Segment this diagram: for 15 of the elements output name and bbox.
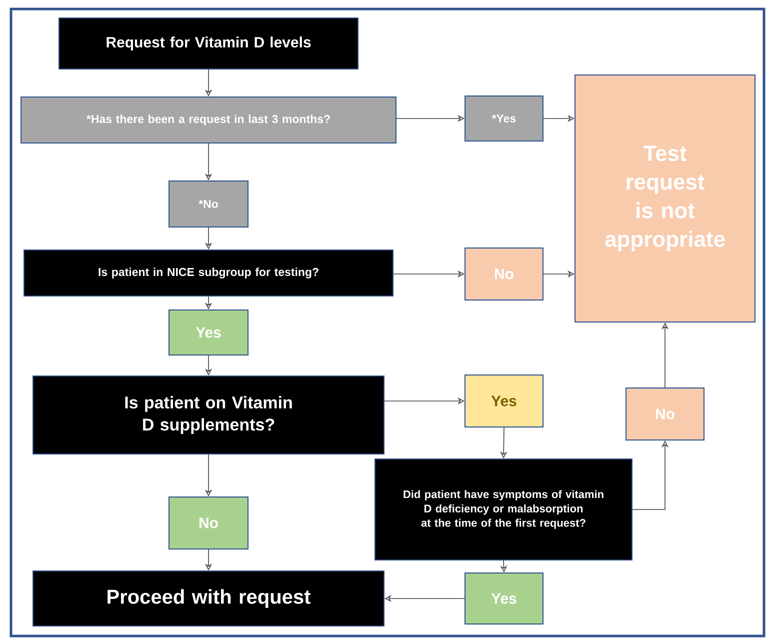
decision-box: *Has there been a request in last 3 months?	[20, 96, 396, 144]
answer-box: *Yes	[464, 96, 544, 142]
answer-box: Yes	[464, 374, 544, 428]
answer-box: Yes	[464, 572, 544, 624]
answer-box: Yes	[168, 310, 248, 356]
decision-box: Is patient on Vitamin D supplements?	[32, 376, 384, 454]
answer-box: No	[626, 388, 704, 440]
decision-box: Is patient in NICE subgroup for testing?	[24, 250, 394, 296]
outcome-box: Proceed with request	[32, 570, 384, 626]
answer-box: No	[168, 496, 248, 550]
answer-box: *No	[168, 180, 248, 228]
process-box: Request for Vitamin D levels	[58, 18, 358, 70]
outcome-box: Test request is not appropriate	[574, 74, 756, 322]
answer-box: No	[464, 248, 544, 300]
decision-box: Did patient have symptoms of vitamin D deficiency or malabsorption at the time of the first request?	[374, 458, 632, 560]
